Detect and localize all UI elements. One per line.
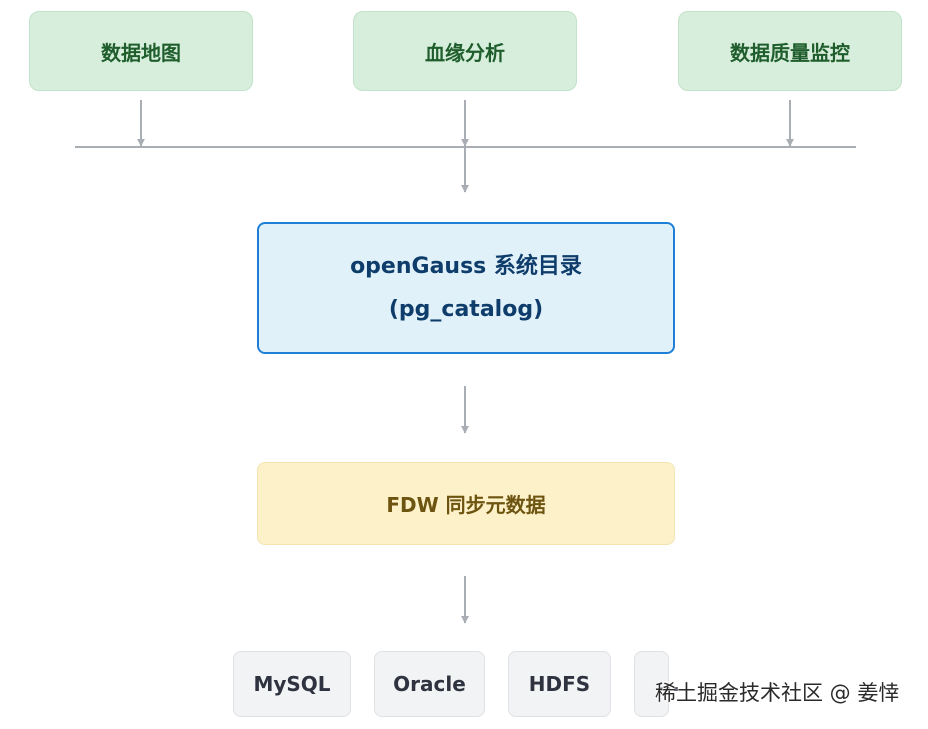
source-label: Oracle (393, 672, 466, 696)
catalog-title: openGauss 系统目录 (350, 254, 582, 279)
consumer-data-quality-monitor: 数据质量监控 (678, 11, 902, 91)
consumer-data-map: 数据地图 (29, 11, 253, 91)
consumer-lineage-analysis: 血缘分析 (353, 11, 577, 91)
catalog-box: openGauss 系统目录 (pg_catalog) (257, 222, 675, 354)
source-label: ... (657, 672, 680, 696)
source-label: MySQL (253, 672, 331, 696)
fdw-sync-box: FDW 同步元数据 (257, 462, 675, 545)
source-oracle: Oracle (374, 651, 485, 717)
catalog-subtitle: (pg_catalog) (388, 297, 544, 322)
source-label: HDFS (528, 672, 591, 696)
consumer-label: 数据质量监控 (730, 40, 850, 65)
source-mysql: MySQL (233, 651, 351, 717)
watermark: 稀土掘金技术社区 @ 姜悻 (655, 681, 900, 705)
consumer-label: 血缘分析 (425, 40, 505, 65)
consumer-label: 数据地图 (101, 40, 181, 65)
fdw-label: FDW 同步元数据 (386, 493, 546, 517)
source-more: ... (634, 651, 680, 717)
source-hdfs: HDFS (508, 651, 611, 717)
